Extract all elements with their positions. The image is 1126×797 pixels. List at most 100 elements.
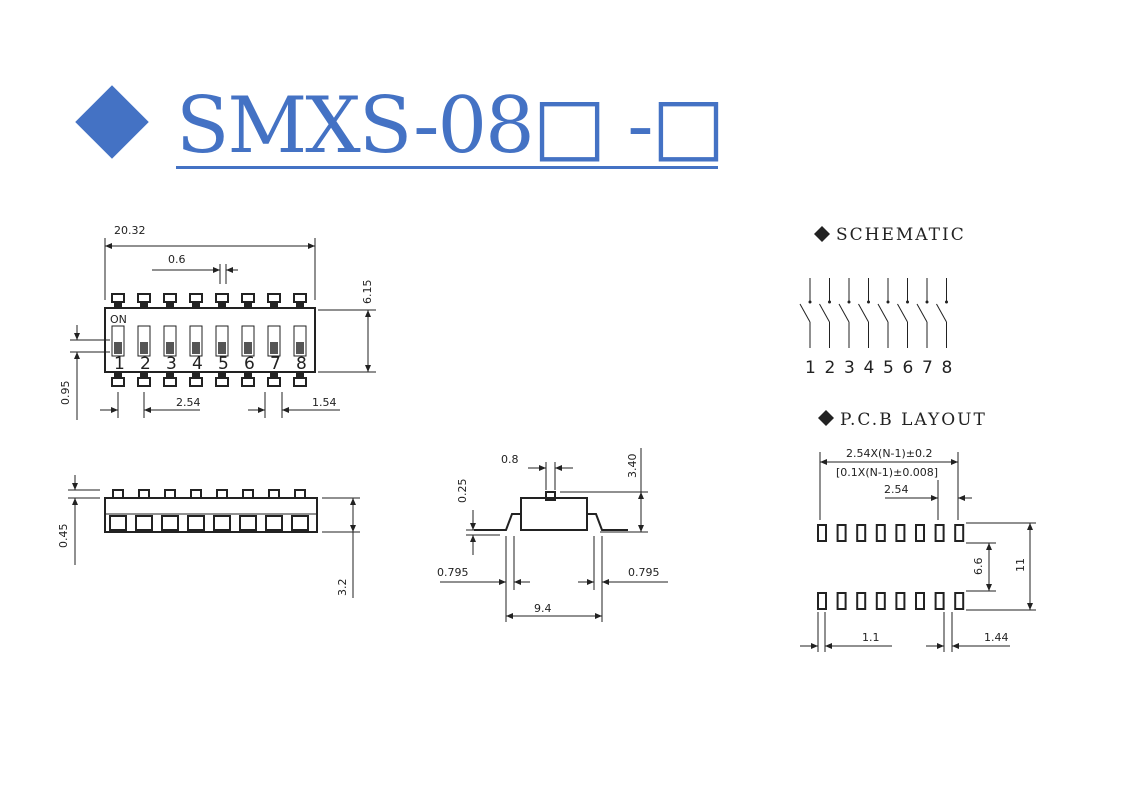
schematic-blade (897, 303, 908, 323)
top-pin (111, 293, 125, 303)
bottom-pin-neck (244, 372, 252, 378)
switch-slot (189, 325, 203, 357)
dim-tab: 0.8 (501, 453, 519, 466)
schematic-number: 7 (922, 358, 933, 378)
bottom-pin (137, 377, 151, 387)
switch-knob (166, 342, 174, 354)
schematic-blade (916, 303, 928, 323)
pcb-layout: P.C.B LAYOUT 2.54X(N-1)±0.2 [0.1X(N-1)±0… (800, 410, 1036, 652)
switch-number: 7 (270, 354, 281, 374)
schematic-number: 8 (942, 358, 953, 378)
bottom-pin-neck (140, 372, 148, 378)
switch-slot (293, 325, 307, 357)
pcb-pad-bottom (934, 592, 945, 610)
switch-knob (140, 342, 148, 354)
schematic-blade (936, 303, 947, 323)
dim-pitch: 2.54 (176, 396, 201, 409)
bottom-pin (163, 377, 177, 387)
bottom-pin (267, 377, 281, 387)
bottom-pin-neck (296, 372, 304, 378)
dim-spacing: 1.54 (312, 396, 337, 409)
dim-pcb-pitch: 2.54 (884, 483, 909, 496)
pcb-pad-top (856, 524, 867, 542)
side-top-pin (268, 489, 280, 499)
side-bottom-block (239, 515, 257, 531)
dim-pitch-gap: 0.6 (168, 253, 186, 266)
schematic-blade (838, 303, 850, 323)
dim-width: 20.32 (114, 224, 146, 237)
schematic-contact-dot (828, 300, 831, 304)
side-view: 0.45 3.2 (57, 475, 360, 598)
switch-number: 6 (244, 354, 255, 374)
schematic-contact-dot (867, 300, 870, 304)
pcb-pad-top (934, 524, 945, 542)
switch-number: 4 (192, 354, 203, 374)
top-pin-neck (296, 302, 304, 308)
switch-knob (296, 342, 304, 354)
schematic-contact-dot (886, 300, 890, 304)
title-underline (176, 166, 718, 169)
schematic-blade (799, 303, 811, 323)
switch-slot (137, 325, 151, 357)
top-pin-neck (192, 302, 200, 308)
schematic-number: 4 (864, 358, 875, 378)
pcb-pad-bottom (836, 592, 847, 610)
dim-pitch-formula-inch: [0.1X(N-1)±0.008] (836, 466, 938, 479)
side-bottom-block (213, 515, 231, 531)
dim-total: 11 (1014, 558, 1027, 572)
end-body (520, 497, 588, 531)
bottom-pin (215, 377, 229, 387)
pcb-pad-top (817, 524, 827, 542)
schematic-heading: SCHEMATIC (836, 225, 966, 245)
schematic-contact-dot (925, 300, 929, 304)
switch-slot (215, 325, 229, 357)
bottom-pin-neck (270, 372, 278, 378)
side-top-pin (138, 489, 150, 499)
switch-slot (241, 325, 255, 357)
bottom-pin-neck (218, 372, 226, 378)
bottom-pin-neck (166, 372, 174, 378)
side-bottom-block (109, 515, 127, 531)
dim-end-height: 3.40 (626, 454, 639, 479)
top-pin (137, 293, 151, 303)
schematic-contact-dot (906, 300, 909, 304)
page-title: SMXS-08□ -□ (176, 81, 725, 171)
pcb-pad-top (915, 524, 925, 542)
end-view: 0.8 0.25 3.40 0.795 0.795 9.4 (437, 448, 668, 622)
dim-side-top: 0.45 (57, 524, 70, 549)
top-pin (163, 293, 177, 303)
lead-left (474, 513, 521, 531)
dim-offset: 0.95 (59, 381, 72, 406)
pcb-pads (817, 524, 965, 610)
schematic-blade (877, 303, 889, 323)
bottom-pin (241, 377, 255, 387)
side-bottom-block (135, 515, 153, 531)
pcb-pad-top (954, 524, 965, 542)
top-view-pins (111, 293, 307, 387)
schematic-blade (819, 303, 830, 323)
top-pin-neck (218, 302, 226, 308)
side-bottom-block (161, 515, 179, 531)
schematic-number: 2 (825, 358, 836, 378)
pcb-pad-top (875, 524, 886, 542)
switch-slot (111, 325, 125, 357)
schematic-number: 1 (805, 358, 816, 378)
top-pin-neck (114, 302, 122, 308)
dim-row-gap: 6.6 (972, 558, 985, 576)
top-pin-neck (270, 302, 278, 308)
pcb-pad-bottom (895, 592, 906, 610)
bottom-pin-neck (192, 372, 200, 378)
end-tab (545, 491, 556, 501)
schematic-blade (858, 303, 869, 323)
bottom-pin (111, 377, 125, 387)
switch-knob (270, 342, 278, 354)
side-top-pin (190, 489, 202, 499)
bottom-pin (293, 377, 307, 387)
schematic-contact-dot (945, 300, 948, 304)
schematic-diamond-icon (814, 226, 830, 242)
bottom-pin-neck (114, 372, 122, 378)
switch-knob (218, 342, 226, 354)
side-bottom-block (291, 515, 309, 531)
schematic-contact-dot (847, 300, 851, 304)
